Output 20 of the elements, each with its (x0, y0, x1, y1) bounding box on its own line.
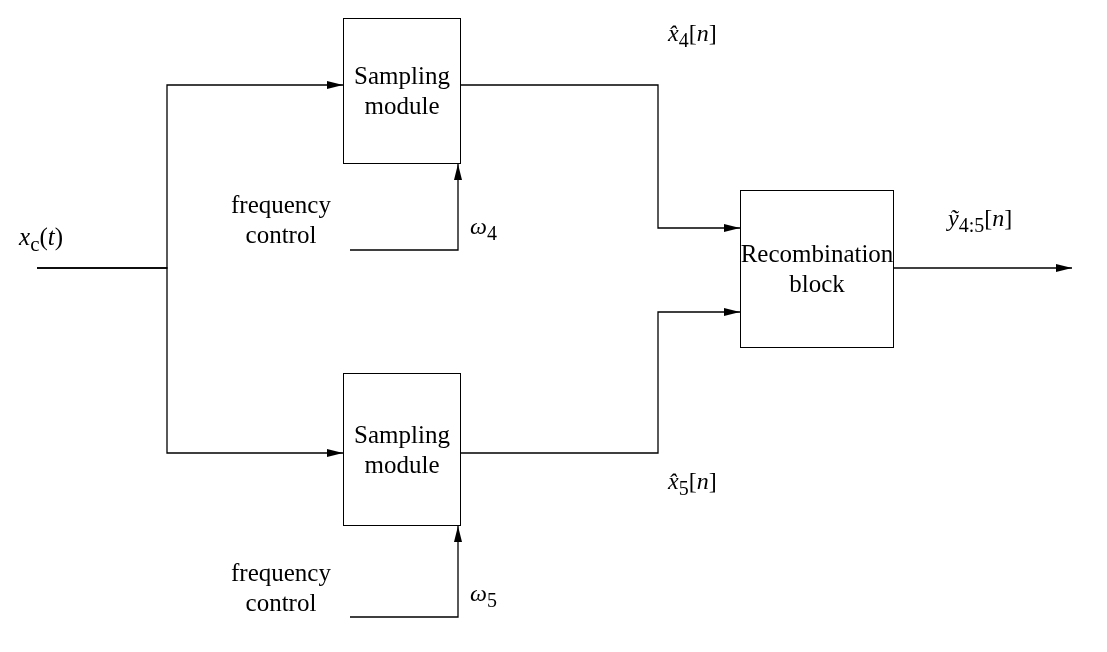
arrow (349, 525, 462, 618)
edge-label: ỹ$_{4:5}$[n] (948, 205, 1013, 237)
signal-label: frequency control (230, 190, 332, 250)
process-box (740, 190, 894, 348)
edge-label: ω$_{4}$ (470, 213, 497, 245)
edge-label: ω$_{5}$ (470, 580, 497, 612)
edge-label: x̂$_{5}$[n] (668, 468, 717, 500)
edge-label: x̂$_{4}$[n] (668, 20, 717, 52)
arrow (349, 163, 462, 251)
signal-label: frequency control (230, 558, 332, 618)
arrow (893, 264, 1073, 272)
process-box (343, 18, 461, 164)
signal-label: x$_{c}$(t) (19, 222, 63, 258)
arrow (460, 84, 741, 232)
arrow (460, 308, 741, 454)
box-label: Sampling module (353, 419, 451, 480)
arrow (36, 267, 344, 457)
process-box (343, 373, 461, 526)
box-label: Recombination block (740, 239, 894, 299)
box-label: Sampling module (353, 61, 451, 121)
